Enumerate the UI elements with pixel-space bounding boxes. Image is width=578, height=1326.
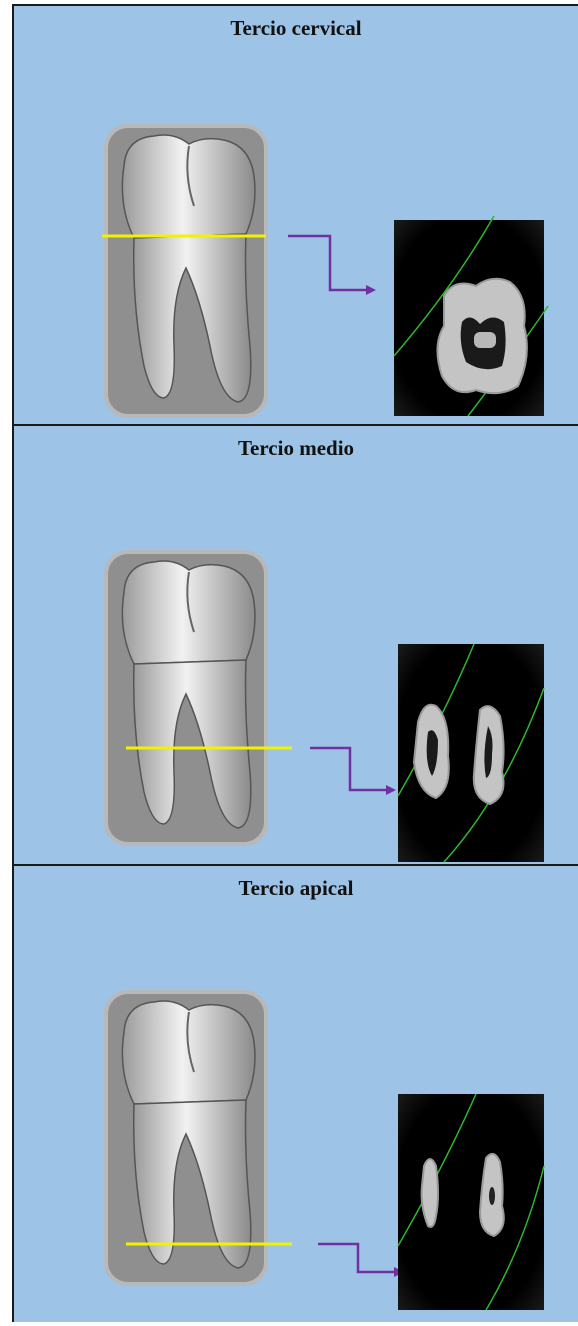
ct-cross-section-medio [398,644,544,862]
panel-tercio-medio: Tercio medio [14,424,578,866]
arrow-head-medio [386,785,396,795]
arrow-apical [318,1244,398,1272]
figure-panel-stack: Tercio cervical [12,4,578,1322]
arrow-cervical [288,236,370,290]
panel-apical-illustration [14,866,578,1326]
panel-cervical-illustration [14,6,578,424]
tooth-card-apical [106,992,266,1284]
arrow-head-cervical [366,285,376,295]
ct-cross-section-apical [398,1094,544,1310]
panel-tercio-apical: Tercio apical [14,864,578,1326]
tooth-card-medio [106,552,266,844]
ct-cross-section-cervical [394,216,548,416]
panel-medio-illustration [14,426,578,866]
panel-tercio-cervical: Tercio cervical [14,6,578,424]
arrow-medio [310,748,390,790]
tooth-card-cervical [106,126,266,416]
